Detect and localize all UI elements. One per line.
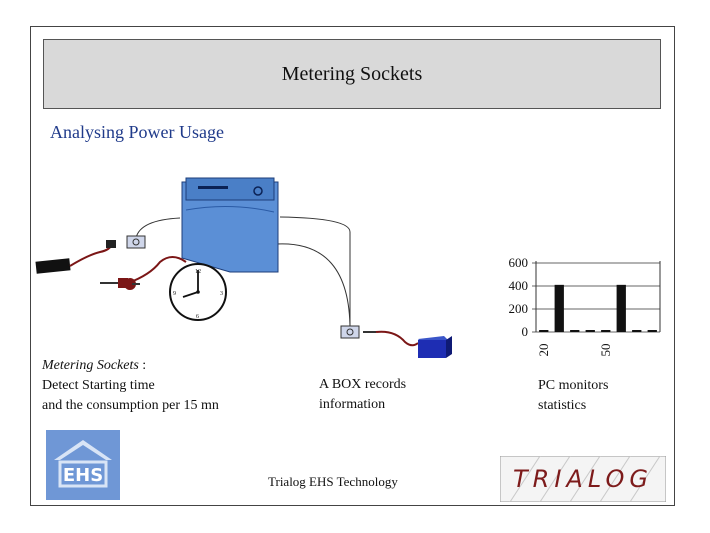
box-line1: A BOX records	[319, 377, 407, 392]
footer-text: Trialog EHS Technology	[268, 474, 398, 489]
chart-bar	[585, 330, 595, 332]
ehs-logo-text: EHS	[63, 465, 103, 486]
trialog-logo-text: TRIALOG	[513, 465, 653, 493]
recording-box	[181, 177, 279, 273]
title-banner: Metering Sockets	[43, 39, 661, 109]
ehs-logo: EHS	[46, 430, 120, 500]
y-tick-label: 400	[509, 278, 529, 293]
pc-line1: PC monitors	[538, 378, 609, 393]
svg-text:6: 6	[196, 314, 199, 320]
pc-caption: PC monitors statistics	[538, 376, 608, 416]
socket-icon	[126, 235, 146, 249]
box-line2: information	[319, 397, 386, 412]
appliance-plug	[35, 240, 116, 274]
svg-text:12: 12	[195, 269, 201, 275]
svg-text:3: 3	[220, 291, 223, 297]
clock-icon: 12 3 6 9	[169, 263, 227, 321]
y-tick-label: 0	[522, 324, 529, 339]
x-tick-label: 50	[598, 344, 613, 357]
chart-bar	[570, 330, 580, 332]
slide-frame	[30, 26, 675, 506]
data-box-icon	[418, 336, 452, 358]
chart-bar	[616, 284, 626, 332]
slide-title: Metering Sockets	[281, 62, 423, 85]
slide-subtitle: Analysing Power Usage	[50, 122, 224, 142]
output-cable	[363, 330, 419, 347]
y-tick-label: 200	[509, 301, 529, 316]
box-caption: A BOX records information	[319, 375, 406, 415]
metering-colon: :	[138, 358, 147, 373]
chart-bar	[632, 330, 642, 332]
y-tick-label: 600	[509, 255, 529, 270]
usage-chart: 600 400 200 0 20 50	[509, 255, 661, 357]
metering-caption: Metering Sockets : Detect Starting time …	[42, 356, 219, 416]
pc-line2: statistics	[538, 398, 587, 413]
metering-line2: Detect Starting time	[42, 378, 155, 393]
socket-icon	[340, 325, 360, 339]
metering-plug	[100, 256, 187, 290]
trialog-logo: TRIALOG	[500, 456, 666, 502]
svg-text:9: 9	[173, 291, 176, 297]
x-tick-label: 20	[536, 344, 551, 357]
metering-line3: and the consumption per 15 mn	[42, 398, 219, 413]
chart-bar	[647, 330, 657, 332]
chart-bar	[539, 330, 549, 332]
chart-bar	[554, 284, 564, 332]
metering-heading: Metering Sockets	[42, 358, 139, 373]
chart-bar	[601, 330, 611, 332]
